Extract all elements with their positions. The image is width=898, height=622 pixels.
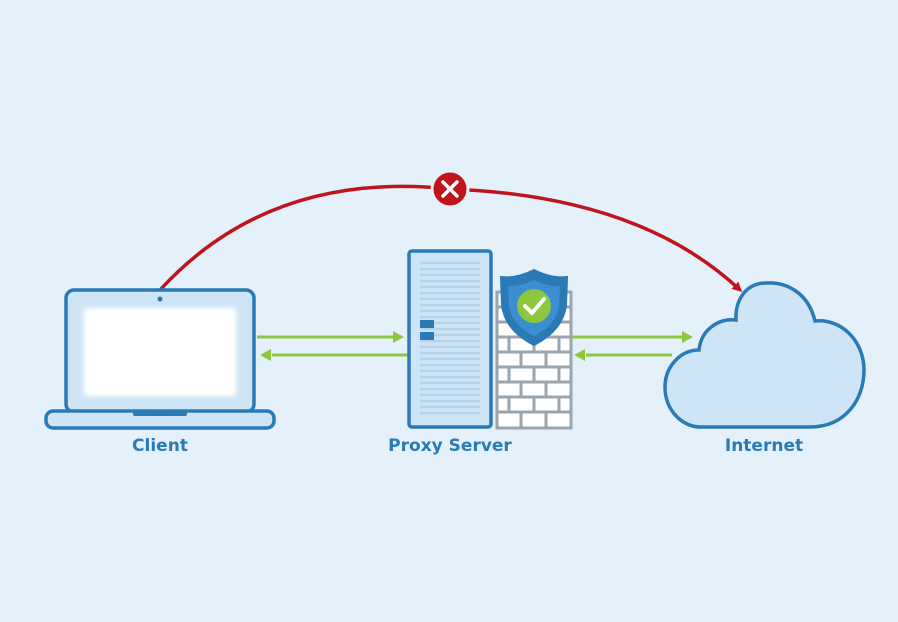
laptop-icon bbox=[44, 288, 276, 430]
server-icon bbox=[407, 249, 493, 429]
internet-label: Internet bbox=[724, 436, 804, 456]
client-proxy-arrows bbox=[257, 331, 408, 361]
cloud-icon bbox=[663, 281, 866, 429]
proxy-internet-arrows bbox=[572, 331, 693, 361]
x-circle-icon bbox=[430, 169, 470, 209]
shield-check-icon bbox=[499, 268, 569, 347]
proxy-server-label: Proxy Server bbox=[388, 436, 512, 456]
client-label: Client bbox=[132, 436, 188, 456]
